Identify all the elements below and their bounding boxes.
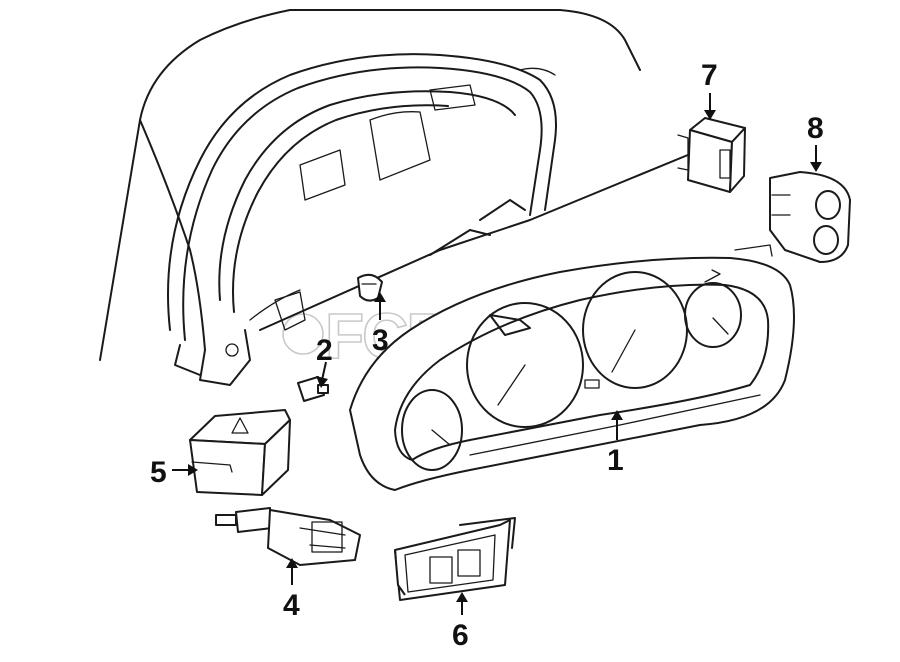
rocker-switch[interactable]	[677, 117, 746, 193]
temp-gauge-icon	[684, 282, 742, 348]
callout-labels: 1 2 3 4 5 6 7 8	[150, 59, 824, 652]
dashboard-outline	[99, 9, 701, 386]
tachometer-icon	[582, 271, 688, 389]
speedometer-icon	[466, 302, 584, 428]
callout-3: 3	[372, 324, 389, 357]
brake-light-switch[interactable]	[215, 507, 361, 566]
callout-4: 4	[283, 589, 300, 622]
double-switch[interactable]	[769, 171, 851, 263]
callout-arrows	[172, 93, 822, 615]
hazard-switch[interactable]	[189, 409, 291, 496]
hazard-triangle-icon	[231, 417, 249, 434]
window-switch-right-icon	[457, 549, 481, 577]
callout-5: 5	[150, 456, 167, 489]
callout-8: 8	[807, 112, 824, 145]
callout-2: 2	[316, 334, 333, 367]
switch-button-top-icon	[815, 190, 841, 220]
switch-button-bottom-icon	[813, 225, 839, 255]
callout-7: 7	[701, 59, 718, 92]
window-switch-left-icon	[429, 556, 453, 584]
callout-1: 1	[607, 444, 624, 477]
window-switch[interactable]	[394, 517, 516, 601]
callout-6: 6	[452, 619, 469, 652]
instrument-cluster[interactable]	[349, 244, 795, 491]
fuel-gauge-icon	[401, 389, 463, 471]
